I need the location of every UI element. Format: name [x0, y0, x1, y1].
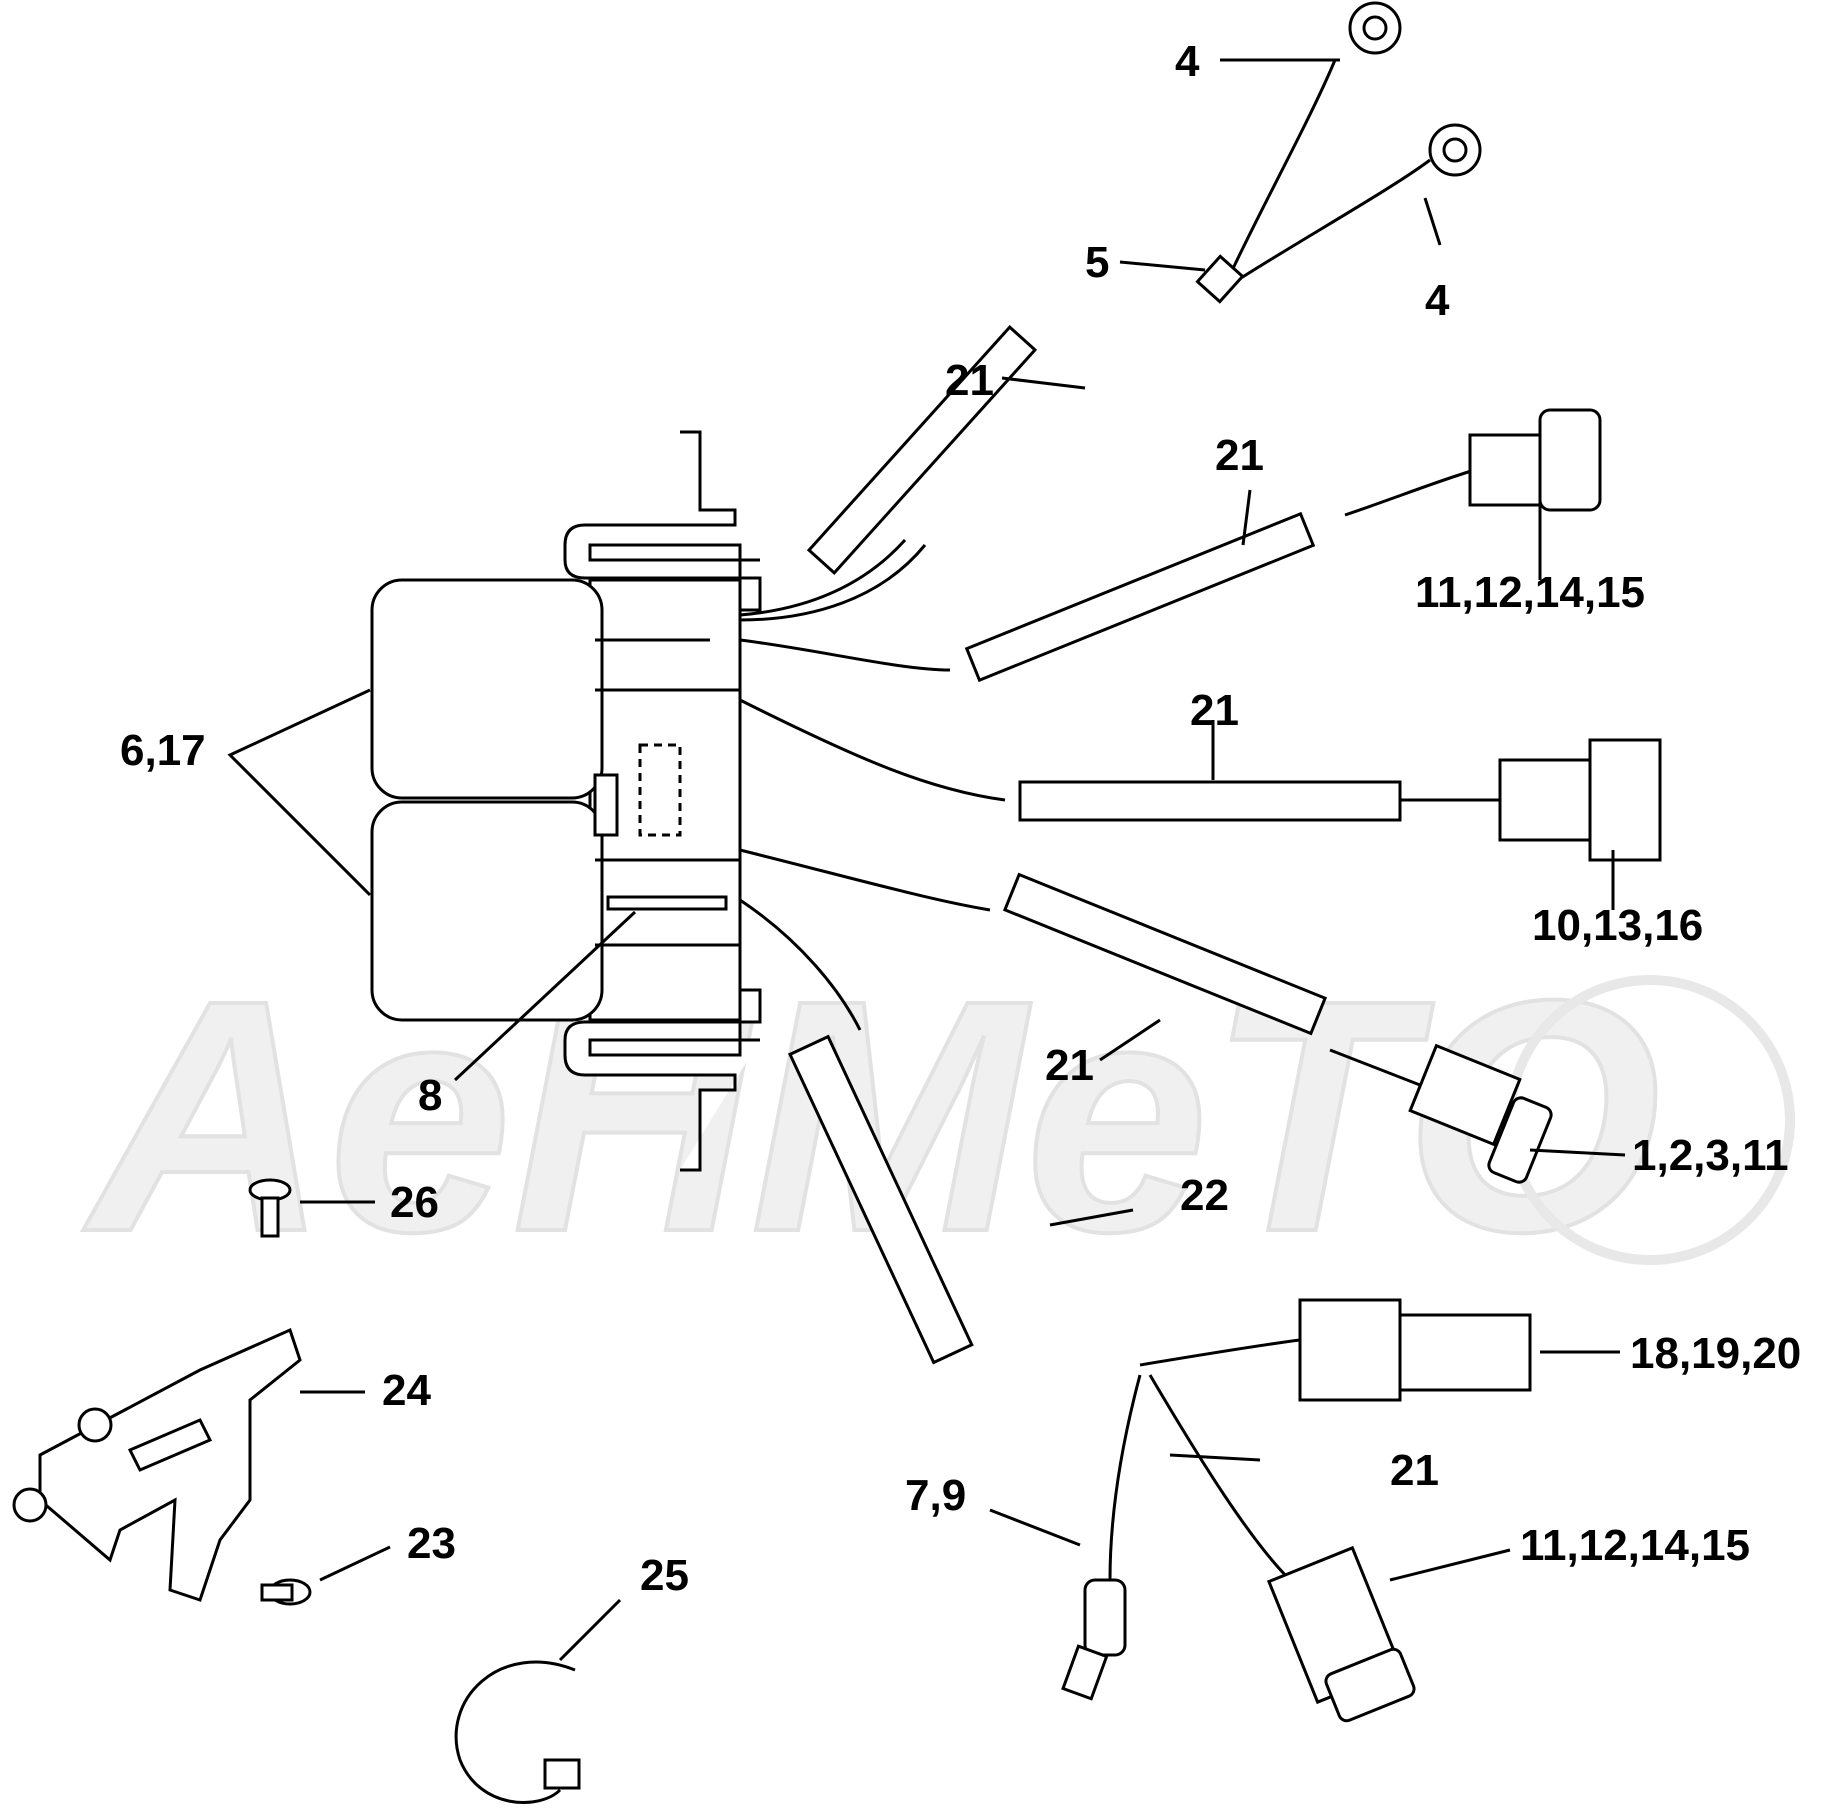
ring-terminal-4a-hole — [1362, 15, 1388, 41]
fuse-element-8 — [606, 895, 728, 911]
module-cover-lower — [370, 800, 604, 1022]
callout-8: 8 — [418, 1071, 442, 1120]
connector-1-2-3-11 — [1408, 1043, 1522, 1147]
watermark-text: AeHMeTO — [80, 931, 1661, 1300]
clip-5 — [1195, 254, 1245, 304]
watermark: AeHMeTO — [78, 929, 1795, 1302]
callout-7-9: 7,9 — [905, 1471, 966, 1520]
connector-10-13-16-plug — [1498, 758, 1592, 842]
callout-10-13-16: 10,13,16 — [1532, 901, 1703, 950]
connector-11-12-14-15-top — [1468, 433, 1542, 507]
callout-21-upper: 21 — [945, 356, 994, 405]
callout-21-lower-right: 21 — [1045, 1041, 1094, 1090]
callout-24: 24 — [382, 1366, 431, 1415]
callout-21-bottom: 21 — [1390, 1446, 1439, 1495]
terminal-7-9 — [1083, 1578, 1127, 1657]
connector-18-19-20-plug — [1398, 1313, 1532, 1392]
callout-6-17: 6,17 — [120, 726, 206, 775]
callout-25: 25 — [640, 1551, 689, 1600]
screw-26 — [248, 1178, 292, 1238]
loose-parts — [12, 1178, 581, 1804]
conduit-21-upper — [806, 325, 1038, 575]
leader-lines — [227, 58, 1626, 1662]
module-cover-upper — [370, 578, 604, 800]
callout-1-2-3-11: 1,2,3,11 — [1632, 1131, 1789, 1180]
connector-10-13-16-body — [1588, 738, 1662, 862]
callout-11-12-14-15-top: 11,12,14,15 — [1415, 568, 1645, 617]
conduit-22 — [788, 1034, 974, 1365]
ring-terminal-4b-hole — [1442, 137, 1468, 163]
branch-ring-terminals — [739, 1, 1482, 622]
terminal-7-9-tip — [1061, 1644, 1109, 1701]
callout-11-12-14-15-bottom: 11,12,14,15 — [1520, 1521, 1750, 1570]
callout-21-middle: 21 — [1190, 686, 1239, 735]
module-housing — [370, 430, 762, 1172]
screw-23 — [260, 1578, 312, 1606]
connector-18-19-20-shell — [1298, 1298, 1402, 1402]
conduit-21-right-upper — [964, 511, 1316, 683]
callout-23: 23 — [407, 1519, 456, 1568]
connector-boot-1-2-3-11 — [1487, 1096, 1553, 1184]
cable-strap-25 — [454, 1660, 581, 1804]
branch-upper-connector — [739, 408, 1602, 683]
module-internal-chip — [638, 743, 682, 837]
conduit-21-middle — [1018, 780, 1402, 822]
callout-4a: 4 — [1175, 37, 1200, 86]
callout-4b: 4 — [1425, 276, 1450, 325]
callout-18-19-20: 18,19,20 — [1630, 1329, 1801, 1378]
callout-labels: 4 4 5 21 21 21 21 21 22 6,17 8 11,12,14,… — [120, 37, 1801, 1600]
branch-lower-conduit-22 — [739, 898, 1532, 1723]
callout-21-upper-right: 21 — [1215, 431, 1264, 480]
connector-boot-bottom — [1324, 1647, 1416, 1723]
callout-26: 26 — [390, 1178, 439, 1227]
conduit-21-lower-right — [1002, 872, 1328, 1036]
branch-middle-connector — [739, 698, 1662, 862]
module-tab — [593, 773, 619, 837]
connector-boot-top — [1538, 408, 1602, 512]
branch-lower-right-connector — [739, 848, 1553, 1184]
callout-22: 22 — [1180, 1171, 1229, 1220]
callout-5: 5 — [1085, 238, 1109, 287]
bracket-24 — [12, 1327, 302, 1602]
